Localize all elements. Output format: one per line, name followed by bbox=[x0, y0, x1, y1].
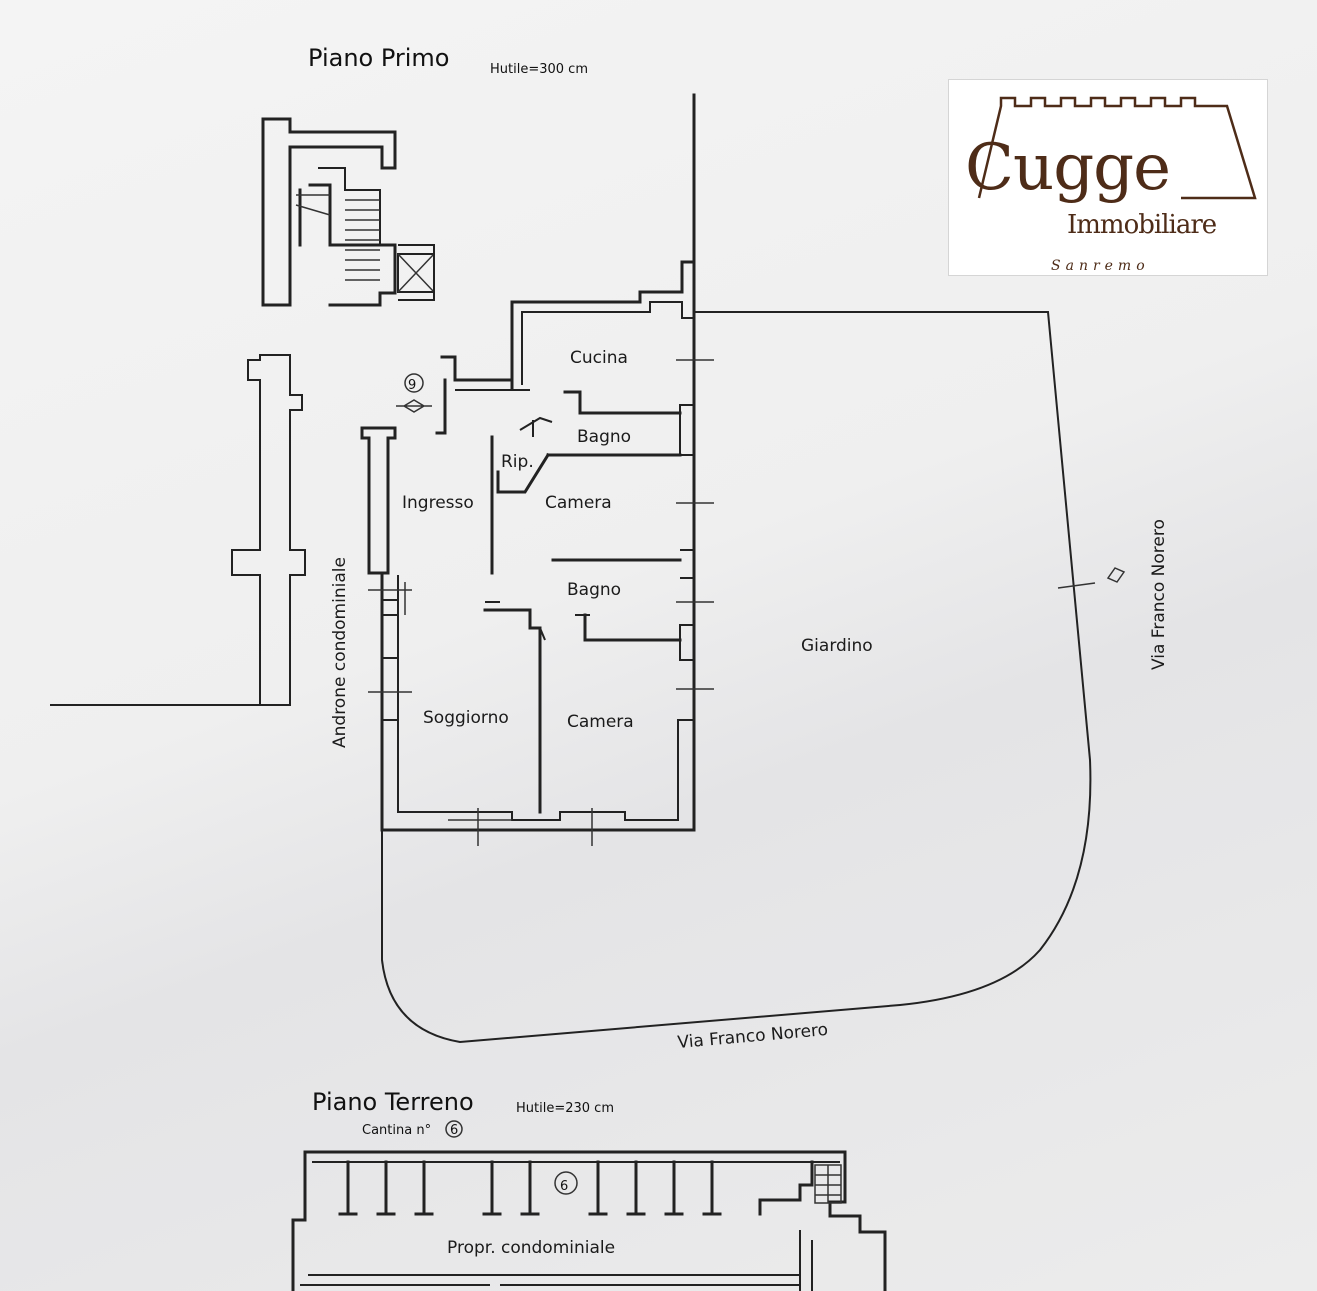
room-ingresso: Ingresso bbox=[402, 493, 474, 513]
room-camera-1: Camera bbox=[545, 493, 612, 513]
room-soggiorno: Soggiorno bbox=[423, 708, 509, 728]
common-area-label: Propr. condominiale bbox=[447, 1238, 615, 1258]
ground-floor-height-note: Hutile=230 cm bbox=[516, 1101, 614, 1116]
apartment-marker: 9 bbox=[396, 373, 432, 413]
room-giardino: Giardino bbox=[801, 636, 873, 656]
apartment-number: 9 bbox=[408, 378, 416, 393]
room-cucina: Cucina bbox=[570, 348, 628, 368]
room-ripostiglio: Rip. bbox=[501, 452, 534, 472]
first-floor-height-note: Hutile=300 cm bbox=[490, 62, 588, 77]
first-floor-title: Piano Primo bbox=[308, 44, 450, 72]
stair-block bbox=[261, 117, 435, 307]
logo-city: Sanremo bbox=[1051, 258, 1150, 274]
ground-floor-title: Piano Terreno bbox=[312, 1088, 474, 1116]
cellar-number-small: 6 bbox=[450, 1123, 458, 1138]
androne-wall bbox=[50, 354, 306, 706]
androne-label: Androne condominiale bbox=[330, 557, 350, 748]
room-bagno-2: Bagno bbox=[567, 580, 621, 600]
ground-floor-walls bbox=[291, 1150, 887, 1291]
street-label-south: Via Franco Norero bbox=[677, 1020, 829, 1053]
garden-boundary bbox=[381, 311, 1092, 1044]
gate-mark bbox=[1057, 582, 1096, 589]
street-label-east: Via Franco Norero bbox=[1149, 519, 1169, 670]
apartment-walls bbox=[360, 93, 714, 846]
east-entrance-marker bbox=[1106, 567, 1126, 583]
agency-logo: Cugge Immobiliare Sanremo bbox=[948, 79, 1268, 276]
cellar-number-ring bbox=[445, 1120, 463, 1138]
logo-name: Cugge bbox=[965, 131, 1171, 205]
cellar-number-plan: 6 bbox=[560, 1179, 568, 1194]
cellar-label: Cantina n° bbox=[362, 1123, 431, 1138]
castle-outline-icon bbox=[977, 96, 1257, 200]
logo-subtitle: Immobiliare bbox=[1067, 210, 1217, 240]
room-bagno-1: Bagno bbox=[577, 427, 631, 447]
room-camera-2: Camera bbox=[567, 712, 634, 732]
